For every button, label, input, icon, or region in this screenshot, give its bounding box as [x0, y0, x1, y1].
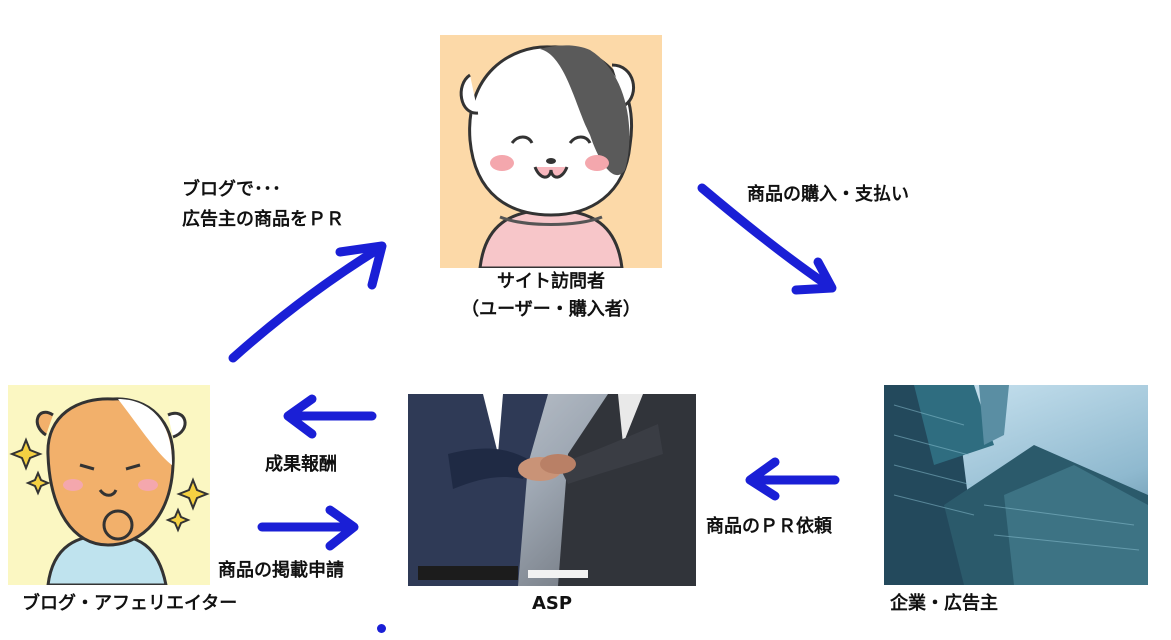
asp-image — [408, 394, 696, 586]
guinea-pig-icon — [459, 45, 635, 268]
edge-label-blog-pr: ブログで･･･ 広告主の商品をＰＲ — [182, 179, 344, 230]
buildings-icon — [884, 385, 1148, 585]
thinking-guinea-pig-icon — [9, 397, 210, 585]
edge-label-pr-request: 商品のＰＲ依頼 — [706, 516, 832, 537]
visitor-caption: サイト訪問者 （ユーザー・購入者） — [461, 271, 641, 320]
visitor-image — [440, 35, 662, 268]
asp-caption: ASP — [531, 593, 573, 614]
edge-label-apply: 商品の掲載申請 — [218, 560, 344, 581]
edge-label-purchase: 商品の購入・支払い — [747, 184, 909, 205]
handshake-icon — [408, 394, 696, 586]
edge-label-reward: 成果報酬 — [265, 454, 337, 475]
company-caption: 企業・広告主 — [890, 593, 998, 614]
blogger-caption: ブログ・アフェリエイター — [22, 593, 238, 614]
stray-dot — [377, 624, 386, 633]
blogger-image — [8, 385, 210, 585]
company-image — [884, 385, 1148, 585]
